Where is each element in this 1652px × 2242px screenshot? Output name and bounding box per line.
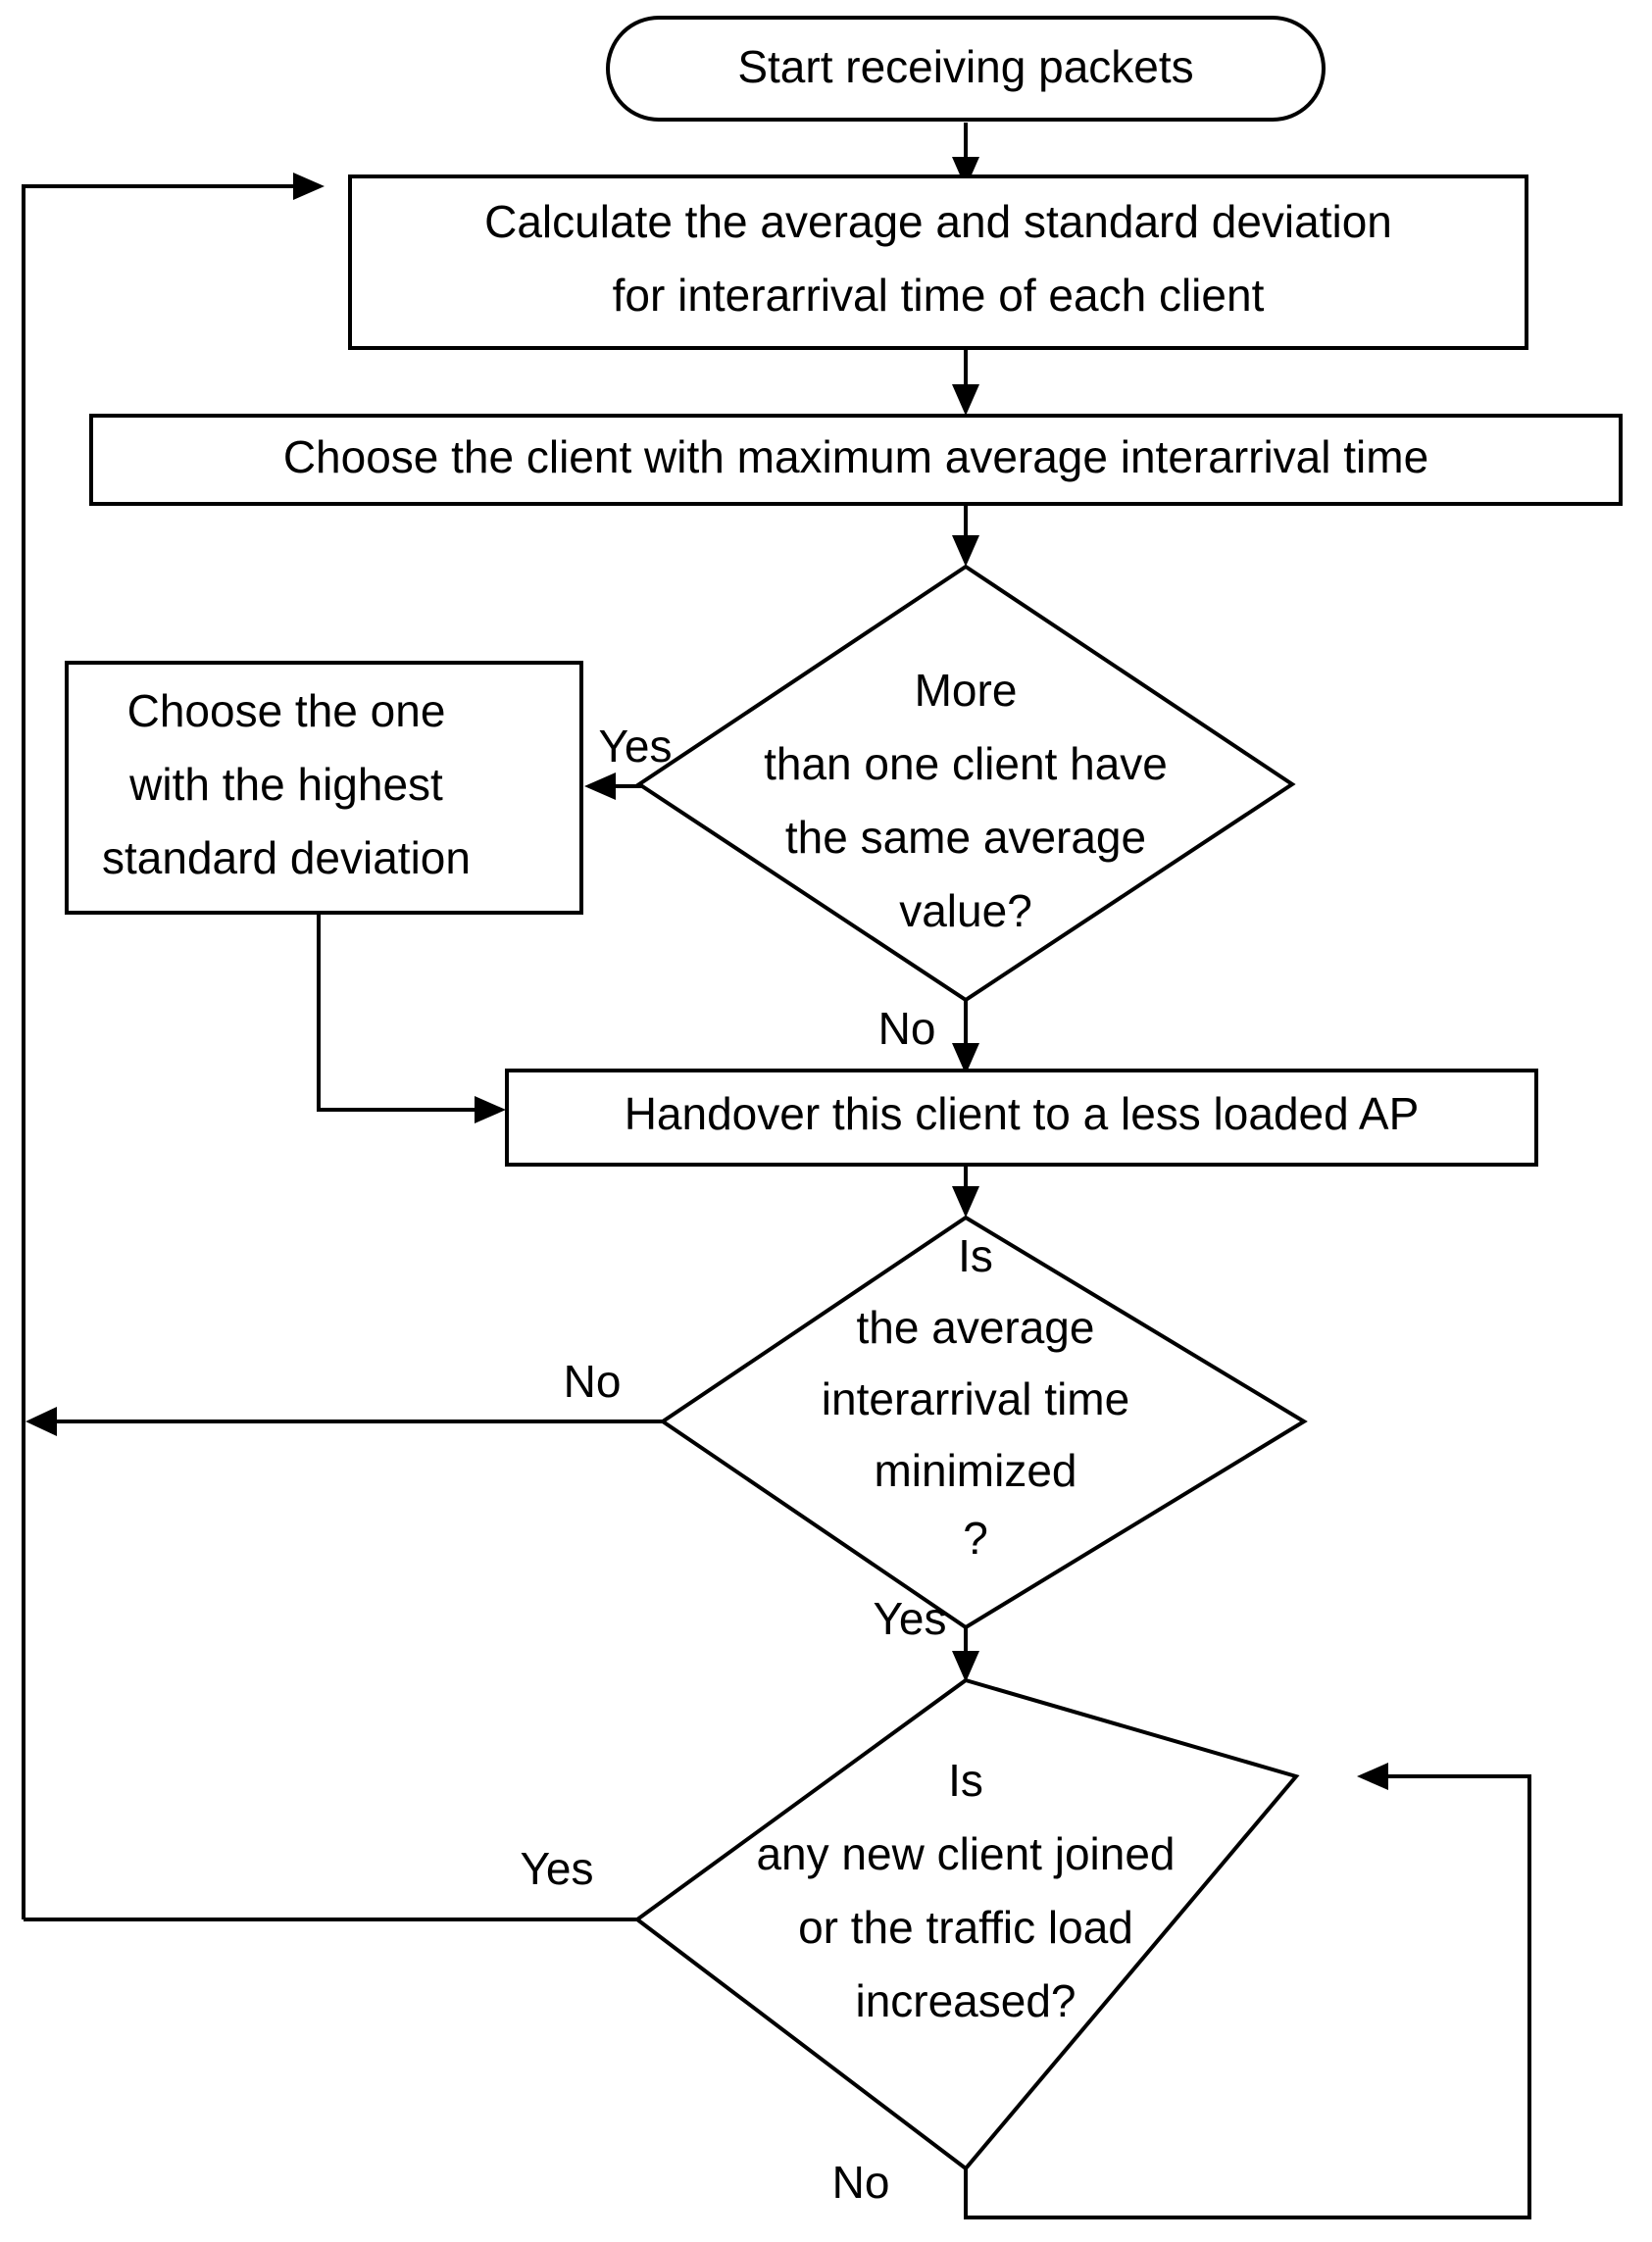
edge-calculate-to-choosemax — [952, 345, 979, 416]
start-terminator-shape[interactable] — [606, 16, 1326, 122]
decision-new-client-line-4: increased? — [855, 1975, 1076, 2026]
edge-label-new-client-yes: Yes — [520, 1843, 593, 1894]
edge-choosemax-to-decision-same-average — [952, 502, 979, 567]
decision-minimized-line-2: the average — [857, 1302, 1095, 1353]
choose-max-label: Choose the client with maximum average i… — [283, 431, 1428, 482]
edge-start-to-calculate — [952, 123, 979, 188]
decision-new-client-line-2: any new client joined — [756, 1828, 1175, 1879]
edge-decision-new-client-no-loop — [964, 1763, 1531, 2219]
edge-label-same-average-yes: Yes — [598, 721, 672, 772]
calculate-process-box[interactable] — [348, 174, 1528, 350]
arrow-head-icon — [293, 173, 325, 200]
decision-same-average-shape[interactable] — [635, 564, 1296, 1003]
decision-minimized-line-5: ? — [963, 1513, 988, 1564]
edge-choose-highest-sd-to-handover — [317, 912, 506, 1123]
arrow-head-icon — [584, 772, 616, 800]
edge-decision-minimized-yes — [952, 1625, 979, 1682]
arrow-head-icon — [475, 1096, 506, 1123]
edge-decision-same-average-no — [952, 998, 979, 1074]
start-terminator-label: Start receiving packets — [737, 41, 1193, 92]
choose-highest-sd-box[interactable] — [65, 661, 583, 915]
choose-highest-sd-line-2: with the highest — [128, 759, 443, 810]
decision-minimized-line-1: Is — [958, 1230, 993, 1281]
decision-same-average-line-4: value? — [899, 885, 1032, 936]
calculate-line-2: for interarrival time of each client — [613, 270, 1265, 321]
handover-process-box[interactable] — [505, 1069, 1538, 1167]
decision-minimized-line-3: interarrival time — [822, 1373, 1129, 1424]
edge-decision-minimized-no — [25, 1407, 663, 1436]
edge-label-minimized-yes: Yes — [873, 1593, 946, 1644]
edge-left-feedback-rail — [22, 173, 325, 1919]
choose-highest-sd-line-1: Choose the one — [127, 685, 446, 736]
edge-handover-to-decision-minimized — [952, 1165, 979, 1218]
choose-highest-sd-line-3: standard deviation — [102, 832, 471, 883]
arrow-head-icon — [1357, 1763, 1388, 1790]
decision-new-client-line-1: Is — [948, 1755, 983, 1806]
arrow-head-icon — [952, 1651, 979, 1682]
decision-same-average-line-1: More — [915, 665, 1018, 716]
arrow-head-icon — [952, 1043, 979, 1074]
decision-same-average-line-3: the same average — [785, 812, 1146, 863]
decision-new-client-shape[interactable] — [633, 1677, 1300, 2171]
calculate-line-1: Calculate the average and standard devia… — [484, 196, 1392, 247]
arrow-head-icon — [25, 1407, 57, 1436]
decision-same-average-line-2: than one client have — [764, 738, 1168, 789]
arrow-head-icon — [952, 535, 979, 567]
edge-label-new-client-no: No — [832, 2157, 890, 2208]
arrow-head-icon — [952, 1186, 979, 1218]
handover-label: Handover this client to a less loaded AP — [625, 1088, 1420, 1139]
edge-label-minimized-no: No — [564, 1356, 622, 1407]
edge-label-same-average-no: No — [878, 1003, 936, 1054]
decision-new-client-line-3: or the traffic load — [798, 1902, 1133, 1953]
arrow-head-icon — [952, 384, 979, 416]
decision-minimized-line-4: minimized — [874, 1445, 1076, 1496]
arrow-head-icon — [952, 157, 979, 188]
choose-max-process-box[interactable] — [89, 414, 1623, 506]
decision-minimized-shape[interactable] — [659, 1215, 1308, 1630]
